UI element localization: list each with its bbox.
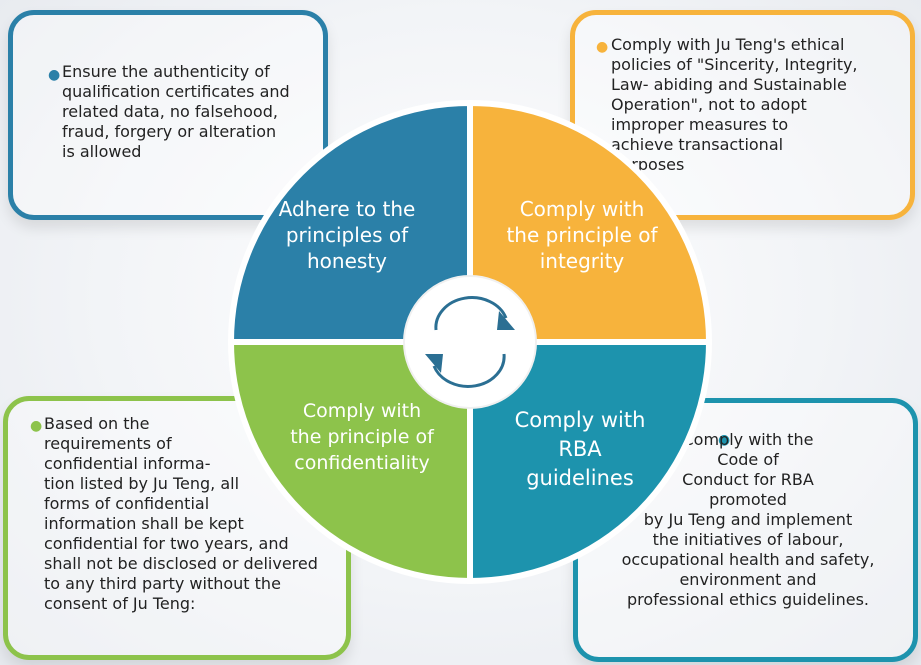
arrow-head-icon — [497, 311, 515, 330]
integrity-description: Comply with Ju Teng's ethical policies o… — [611, 35, 858, 174]
honesty-label: Adhere to the principles of honesty — [278, 197, 416, 273]
rba-label: Comply with RBA guidelines — [514, 408, 646, 490]
rba-quadrant-shape — [467, 339, 713, 585]
bullet-icon: ● — [718, 432, 731, 448]
bullet-icon: ● — [30, 418, 43, 434]
honesty-description: Ensure the authenticity of qualification… — [62, 62, 290, 161]
quadrant-confidentiality — [227, 339, 473, 585]
bullet-icon: ● — [48, 67, 61, 83]
quadrant-honesty — [227, 99, 473, 345]
quadrant-rba — [467, 339, 713, 585]
quadrant-integrity — [467, 99, 713, 345]
refresh-cycle-icon — [432, 296, 508, 388]
arrow-head-icon — [425, 354, 443, 373]
confidentiality-label: Comply with the principle of confidentia… — [290, 400, 434, 474]
center-circle — [403, 275, 537, 409]
integrity-label: Comply with the principle of integrity — [506, 197, 658, 273]
rba-description: Comply with the Code of Conduct for RBA … — [621, 430, 875, 609]
integrity-quadrant-shape — [467, 99, 713, 345]
confidentiality-description: Based on the requirements of confidentia… — [44, 414, 318, 613]
honesty-text-box — [8, 10, 328, 220]
honesty-quadrant-shape — [227, 99, 473, 345]
bullet-icon: ● — [596, 39, 609, 55]
confidentiality-quadrant-shape — [227, 339, 473, 585]
